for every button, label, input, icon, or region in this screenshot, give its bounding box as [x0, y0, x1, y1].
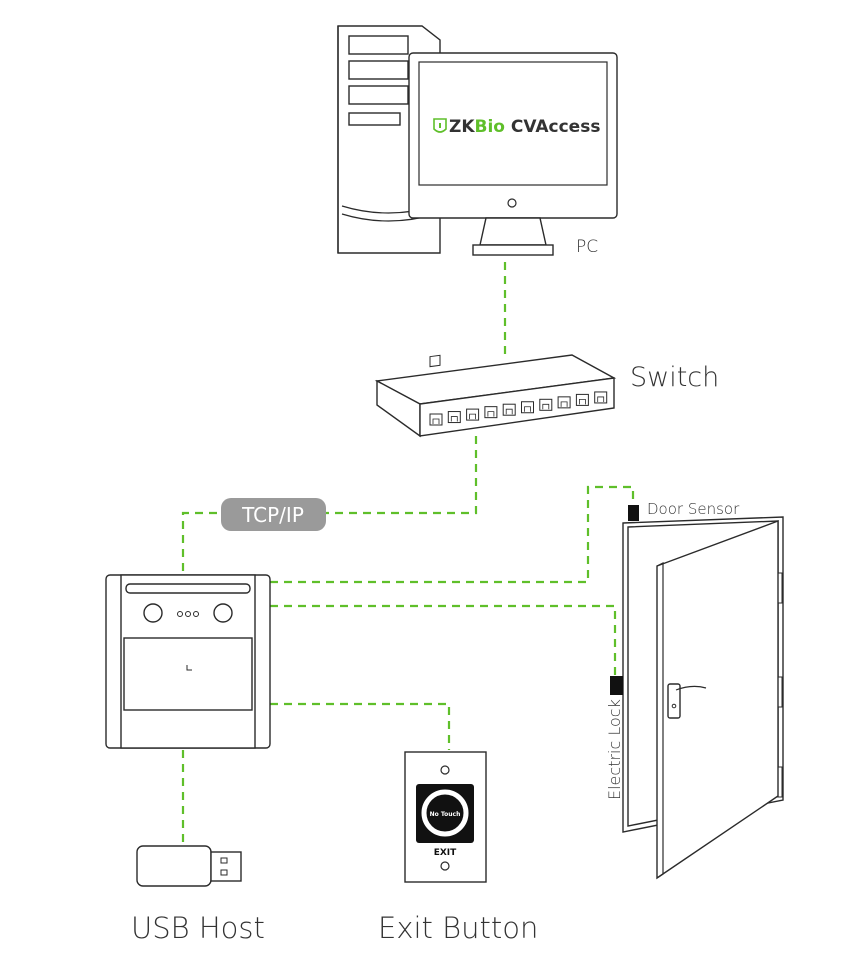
door — [622, 516, 784, 880]
shield-icon — [433, 118, 447, 133]
switch-port — [557, 396, 571, 409]
pc-monitor: ZKBio CVAccess — [408, 52, 618, 256]
usb-host-label: USB Host — [131, 911, 265, 945]
access-terminal — [105, 574, 271, 749]
electric-lock-label: Electric Lock — [605, 699, 624, 800]
switch-port-contact — [505, 408, 513, 415]
no-touch-text: No Touch — [430, 811, 461, 818]
switch-port — [484, 406, 498, 419]
switch-port — [447, 411, 461, 424]
switch-port — [429, 413, 443, 426]
switch-port-contact — [560, 401, 568, 407]
logo-suffix: CVAccess — [505, 117, 600, 137]
switch-port — [594, 391, 608, 404]
switch-port-contact — [579, 399, 586, 405]
switch-port-contact — [597, 396, 605, 402]
switch-port-contact — [524, 406, 531, 412]
switch-port — [502, 403, 516, 416]
terminal-to-electric-lock-line — [270, 604, 617, 676]
terminal-to-door-sensor-line — [270, 485, 635, 584]
exit-text: EXIT — [434, 848, 457, 858]
switch-port-contact — [450, 416, 458, 422]
electric-lock-block — [610, 676, 623, 695]
switch-port — [521, 401, 534, 414]
door-sensor-block — [628, 505, 639, 521]
switch-port-contact — [542, 403, 550, 410]
exit-button-label: Exit Button — [378, 911, 538, 945]
usb-stick — [136, 845, 242, 887]
port-group — [429, 391, 608, 426]
switch-ports — [429, 354, 441, 368]
switch-port — [466, 408, 480, 421]
switch-port-contact — [469, 413, 476, 420]
connection-lines — [181, 262, 635, 843]
logo-mid: Bio — [475, 117, 505, 137]
network-switch — [374, 354, 617, 438]
switch-port-contact — [432, 418, 440, 424]
switch-port — [539, 398, 553, 411]
software-logo: ZKBio CVAccess — [449, 117, 600, 137]
switch-label: Switch — [630, 362, 719, 393]
switch-port — [575, 393, 589, 406]
pc-label: PC — [576, 237, 598, 257]
tcpip-badge: TCP/IP — [221, 498, 326, 531]
tcpip-label: TCP/IP — [241, 503, 304, 527]
switch-port-contact — [487, 411, 495, 417]
terminal-to-exit-button-line — [270, 702, 451, 750]
logo-prefix: ZK — [449, 117, 475, 137]
door-sensor-label: Door Sensor — [647, 500, 740, 518]
exit-button-device: No Touch EXIT — [404, 751, 487, 883]
